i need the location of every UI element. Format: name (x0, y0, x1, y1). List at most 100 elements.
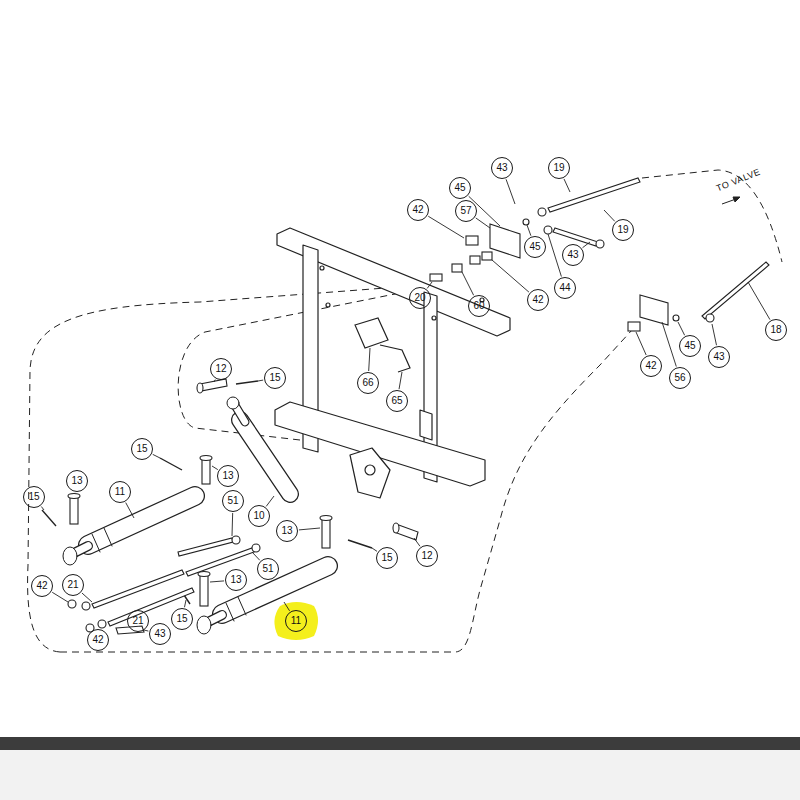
pin (68, 379, 418, 606)
callout-circle: 18 (765, 319, 787, 341)
leader-line (604, 210, 615, 221)
callout-number: 13 (281, 526, 292, 536)
cylinder (63, 496, 195, 565)
callout-number: 18 (770, 325, 781, 335)
leader-line (372, 548, 377, 551)
leader-line (126, 503, 134, 518)
callout-circle: 42 (640, 355, 662, 377)
leader-line (210, 581, 224, 582)
leader-line (252, 552, 260, 560)
callout-number: 21 (67, 580, 78, 590)
leader-line (462, 272, 474, 295)
callout-circle: 60 (468, 295, 490, 317)
callout-number: 13 (71, 476, 82, 486)
callout-number: 65 (391, 396, 402, 406)
flow-note: TO VALVE (715, 167, 762, 194)
leader-line (583, 242, 590, 248)
callout-circle: 45 (449, 177, 471, 199)
leader-line (527, 225, 531, 236)
leader-lines (41, 179, 770, 632)
highlight-mark (274, 602, 318, 640)
leader-line (469, 196, 500, 226)
callout-circle: 51 (222, 490, 244, 512)
callout-number: 15 (136, 444, 147, 454)
leader-line (258, 380, 263, 382)
window-bar (0, 737, 800, 750)
leader-line (153, 454, 160, 458)
leader-line (548, 234, 561, 277)
leader-line (748, 282, 770, 320)
callout-number: 15 (176, 614, 187, 624)
callout-circle: 13 (225, 569, 247, 591)
callout-number: 11 (291, 616, 301, 626)
callout-number: 51 (227, 496, 238, 506)
callout-number: 60 (473, 301, 484, 311)
cylinder (227, 397, 290, 494)
callout-circle: 12 (416, 545, 438, 567)
leader-line (678, 322, 685, 335)
frame (275, 228, 510, 498)
callout-number: 42 (532, 295, 543, 305)
leader-line (212, 466, 218, 470)
callout-circle: 44 (554, 277, 576, 299)
callout-circle: 51 (257, 558, 279, 580)
callout-circle: 10 (248, 505, 270, 527)
callout-number: 45 (454, 183, 465, 193)
callout-circle: 56 (669, 367, 691, 389)
callout-number: 45 (684, 341, 695, 351)
callout-number: 51 (262, 564, 273, 574)
callout-number: 43 (496, 163, 507, 173)
callout-circle: 15 (23, 486, 45, 508)
leader-line (476, 218, 490, 228)
leader-line (712, 324, 717, 345)
leader-line (662, 322, 676, 367)
callout-circle: 45 (679, 335, 701, 357)
hose-and-fittings (430, 178, 769, 331)
callout-circle: 43 (562, 244, 584, 266)
leader-line (564, 179, 570, 192)
callout-number: 15 (28, 492, 39, 502)
callout-circle: 13 (66, 470, 88, 492)
callout-number: 66 (362, 378, 373, 388)
callout-circle: 42 (407, 199, 429, 221)
hose-route (28, 170, 782, 652)
callout-circle: 42 (87, 629, 109, 651)
callout-circle: 11 (285, 610, 307, 632)
callout-circle: 57 (455, 200, 477, 222)
callout-number: 43 (567, 250, 578, 260)
callout-circle: 43 (491, 157, 513, 179)
callout-number: 42 (36, 581, 47, 591)
flow-arrow (722, 197, 740, 204)
callout-circle: 11 (109, 481, 131, 503)
leader-line (427, 282, 432, 288)
leader-line (89, 631, 90, 632)
callout-circle: 66 (357, 372, 379, 394)
callout-number: 11 (115, 487, 125, 497)
leader-line (369, 348, 370, 371)
leader-line (41, 507, 44, 510)
leader-line (399, 372, 402, 389)
leader-line (144, 630, 148, 631)
callout-number: 21 (132, 616, 143, 626)
callout-number: 19 (617, 225, 628, 235)
callout-circle: 45 (524, 236, 546, 258)
callout-circle: 42 (527, 289, 549, 311)
leader-line (52, 592, 68, 602)
leader-line (232, 513, 234, 536)
callout-circle: 15 (264, 367, 286, 389)
window-ground (0, 750, 800, 800)
callout-number: 44 (559, 283, 570, 293)
callout-number: 13 (230, 575, 241, 585)
callout-circle: 15 (376, 547, 398, 569)
callout-number: 57 (460, 206, 471, 216)
leader-line (636, 332, 646, 355)
callout-number: 45 (529, 242, 540, 252)
callout-circle: 19 (612, 219, 634, 241)
callout-number: 43 (154, 629, 165, 639)
callout-number: 12 (215, 364, 226, 374)
callout-number: 13 (222, 471, 233, 481)
callout-circle: 20 (409, 287, 431, 309)
callout-number: 42 (645, 361, 656, 371)
cylinder (197, 566, 328, 634)
callout-number: 42 (412, 205, 423, 215)
